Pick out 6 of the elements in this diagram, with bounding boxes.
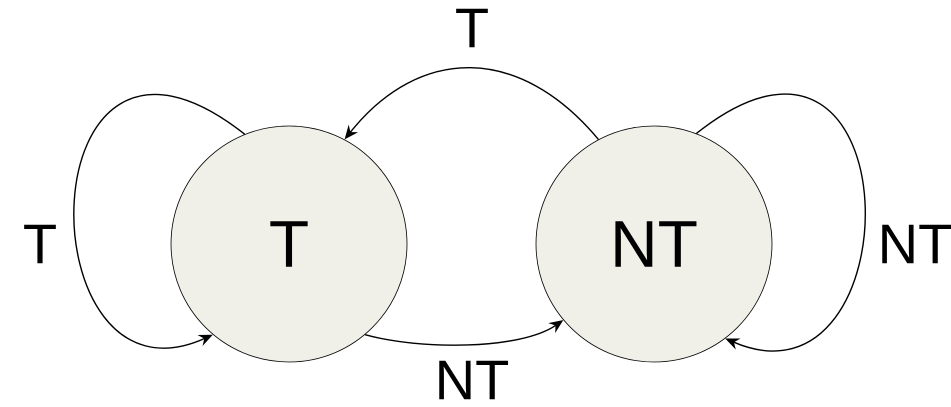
edge-label: T	[454, 8, 490, 48]
edge-label: T	[22, 224, 58, 264]
arrow	[696, 94, 866, 352]
edge-label: NT	[434, 360, 510, 400]
arrow	[74, 94, 246, 348]
edge-label: NT	[878, 224, 951, 264]
